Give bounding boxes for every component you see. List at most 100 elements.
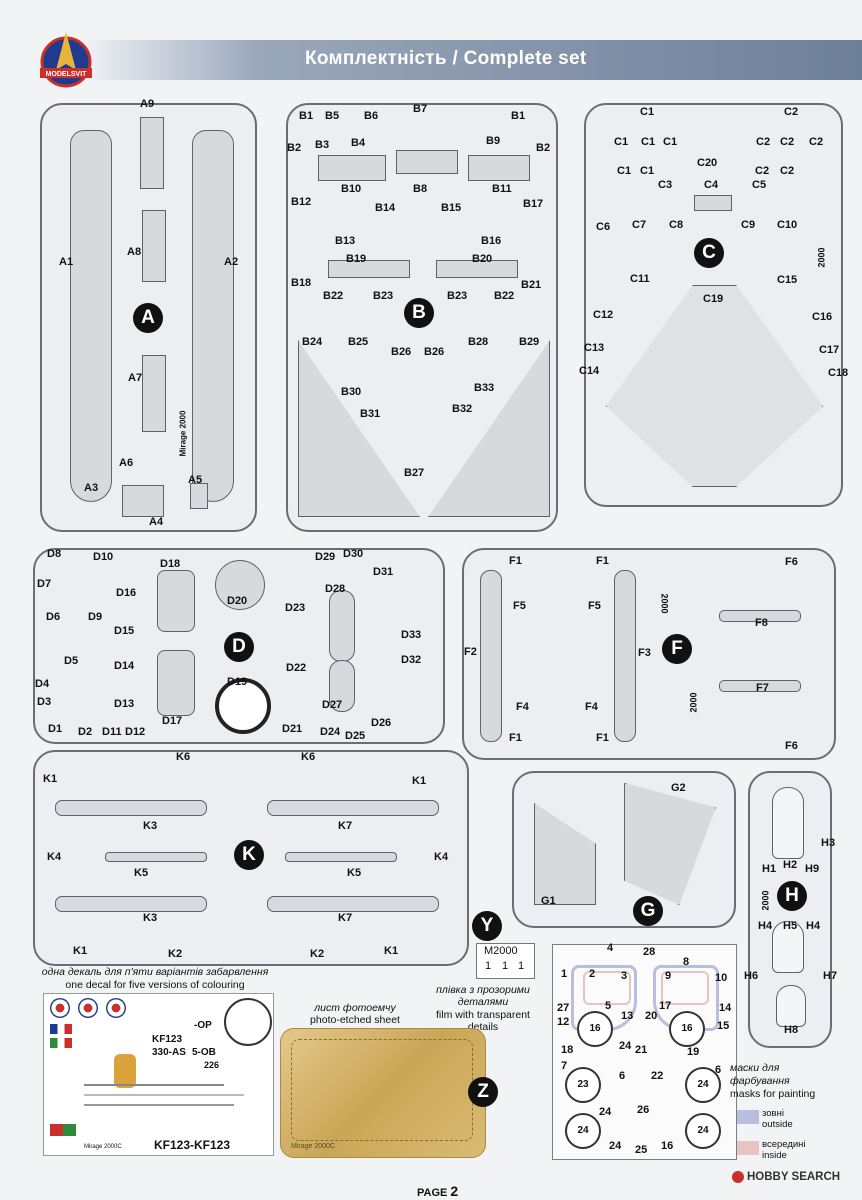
hobby-search-watermark: HOBBY SEARCH	[732, 1171, 840, 1183]
label-f6-a: F6	[785, 556, 798, 568]
label-a-mirage: Mirage 2000	[178, 410, 188, 457]
photo-etched-sheet: Mirage 2000C	[280, 1028, 486, 1158]
outside-swatch	[737, 1110, 759, 1124]
label-b1: B1	[299, 110, 314, 122]
part-g1	[534, 803, 596, 905]
mask-circle: 16	[577, 1011, 613, 1047]
label-b9: B9	[486, 135, 501, 147]
label-c20: C20	[697, 157, 718, 169]
label-d16: D16	[116, 587, 137, 599]
label-b2-right: B2	[536, 142, 551, 154]
label-h-2000: 2000	[760, 890, 771, 911]
label-d20: D20	[227, 595, 248, 607]
part-a7	[142, 355, 166, 432]
label-y-1c: 1	[518, 960, 525, 972]
label-b24: B24	[302, 336, 323, 348]
label-k4-b: K4	[434, 851, 449, 863]
decal-caption-en: one decal for five versions of colouring	[65, 979, 245, 991]
part-c4	[694, 195, 732, 211]
label-b28: B28	[468, 336, 489, 348]
part-b11	[468, 155, 530, 181]
decal-sheet: KF123 330-AS 5-OB -OP 226 KF123-KF123 Mi…	[43, 993, 274, 1156]
label-f3: F3	[638, 647, 651, 659]
page-label: PAGE	[417, 1187, 448, 1199]
hobby-search-logo-icon	[732, 1171, 744, 1183]
label-b18: B18	[291, 277, 312, 289]
sprue-h	[748, 771, 832, 1048]
label-c1-f: C1	[640, 165, 655, 177]
label-d10: D10	[93, 551, 114, 563]
part-d27	[329, 660, 355, 712]
mask-num: 2	[589, 968, 596, 980]
pe-mirage-label: Mirage 2000C	[291, 1143, 335, 1150]
label-f1-a: F1	[509, 555, 522, 567]
part-d18	[157, 570, 195, 632]
sprue-c	[584, 103, 843, 507]
decal-330as: 330-AS	[152, 1047, 186, 1058]
mask-num: 17	[659, 1000, 672, 1012]
label-k7-a: K7	[338, 820, 353, 832]
label-f2: F2	[464, 646, 477, 658]
outside-label-ua: зовні	[762, 1108, 784, 1119]
part-a8	[142, 210, 166, 282]
label-b32: B32	[452, 403, 473, 415]
sprue-f-letter: F	[662, 634, 692, 664]
label-k1-d: K1	[384, 945, 399, 957]
mask-num: 9	[665, 970, 672, 982]
label-d29: D29	[315, 551, 336, 563]
part-d28	[329, 590, 355, 662]
decal-stripe	[84, 1084, 224, 1086]
label-c2-e: C2	[755, 165, 770, 177]
film-y-sheet	[476, 943, 535, 979]
part-b24	[298, 340, 420, 517]
part-b19	[328, 260, 410, 278]
sprue-g-letter: G	[633, 896, 663, 926]
part-k7-a	[267, 800, 439, 816]
label-c5: C5	[752, 179, 767, 191]
label-d7: D7	[37, 578, 52, 590]
label-c3: C3	[658, 179, 673, 191]
part-b7	[396, 150, 458, 174]
label-c13: C13	[584, 342, 605, 354]
label-d21: D21	[282, 723, 303, 735]
label-k5-b: K5	[347, 867, 362, 879]
label-d22: D22	[286, 662, 307, 674]
label-c15: C15	[777, 274, 798, 286]
part-c-wing	[606, 285, 823, 487]
sprue-d-letter: D	[224, 632, 254, 662]
decal-kf123: KF123	[152, 1034, 183, 1045]
label-c1-a: C1	[640, 106, 655, 118]
sprue-g	[512, 771, 736, 928]
label-d4: D4	[35, 678, 50, 690]
label-a1: A1	[59, 256, 74, 268]
label-a3: A3	[84, 482, 99, 494]
label-d12: D12	[125, 726, 146, 738]
label-k2-a: K2	[168, 948, 183, 960]
label-c8: C8	[669, 219, 684, 231]
emblem-icon	[114, 1054, 136, 1088]
part-a5	[190, 483, 208, 509]
label-b2: B2	[287, 142, 302, 154]
label-f-2000-b: 2000	[688, 692, 699, 713]
label-d15: D15	[114, 625, 135, 637]
mask-num: 24	[599, 1106, 612, 1118]
part-a2	[192, 130, 234, 502]
part-f3	[614, 570, 636, 742]
label-h1: H1	[762, 863, 777, 875]
label-b20: B20	[472, 253, 493, 265]
label-f5-b: F5	[588, 600, 601, 612]
label-b1-right: B1	[511, 110, 526, 122]
label-b26-right: B26	[424, 346, 445, 358]
sprue-a-letter: A	[133, 303, 163, 333]
label-c2-a: C2	[784, 106, 799, 118]
part-f8	[719, 610, 801, 622]
mask-num: 1	[561, 968, 568, 980]
part-f2	[480, 570, 502, 742]
label-h9: H9	[805, 863, 820, 875]
label-d27: D27	[322, 699, 343, 711]
film-y-letter: Y	[472, 911, 502, 941]
mask-num: 15	[717, 1020, 730, 1032]
label-c18: C18	[828, 367, 849, 379]
mask-num: 25	[635, 1144, 648, 1156]
masks-sheet: 16 16 23 24 24 24 4 28 8 1 2 3 9 10 27 5…	[552, 943, 737, 1160]
